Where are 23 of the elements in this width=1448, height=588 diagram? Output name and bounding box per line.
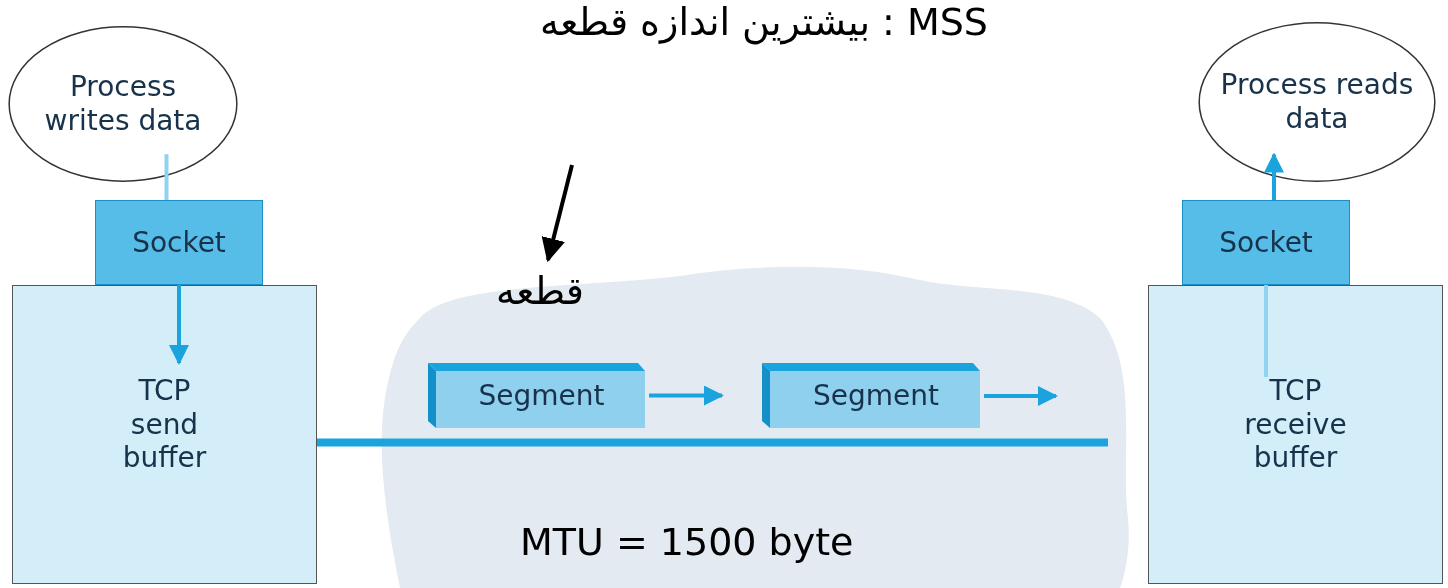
connector-line: [164, 154, 169, 200]
node-label: Segment: [812, 378, 939, 413]
node-label: Process writes data: [43, 70, 203, 138]
buffer-box: [12, 285, 317, 584]
arrow: [541, 164, 574, 263]
node-label: TCP send buffer: [122, 374, 207, 475]
node-label: TCP receive buffer: [1244, 374, 1347, 475]
arrow: [649, 385, 724, 406]
arrow: [984, 386, 1058, 406]
socket-box: [1182, 200, 1350, 285]
node-label: Socket: [132, 225, 226, 260]
connector-line: [1264, 285, 1268, 377]
node-label: Process reads data: [1219, 68, 1415, 136]
arrow: [1264, 152, 1284, 200]
connector-line: [317, 438, 1108, 447]
socket-box: [95, 200, 263, 285]
node-label: Segment: [477, 378, 605, 413]
handwritten-note: MTU = 1500 byte: [520, 520, 854, 564]
handwritten-note: قطعه: [496, 269, 585, 315]
buffer-box: [1148, 285, 1443, 584]
node-label: Socket: [1219, 225, 1313, 260]
arrow: [169, 285, 189, 365]
handwritten-note: بیشترین اندازه قطعه : MSS: [540, 0, 988, 44]
